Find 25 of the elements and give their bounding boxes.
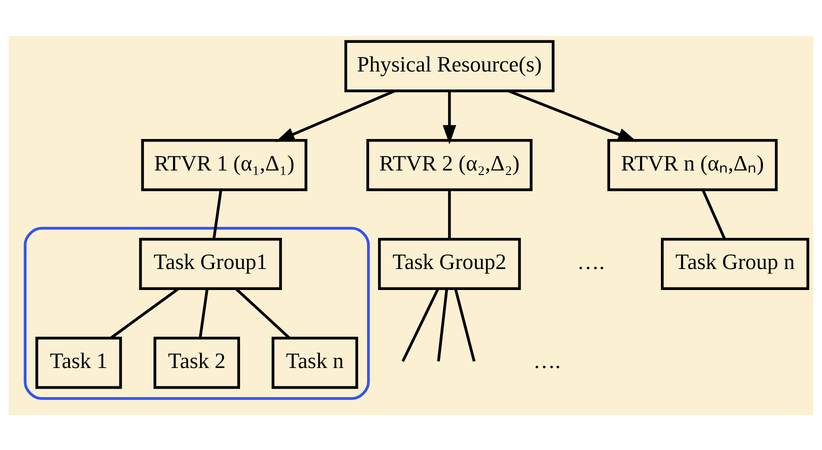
node-box: Task Group2 bbox=[378, 237, 521, 290]
node-box: RTVR 1 (α₁,Δ₁) bbox=[141, 138, 308, 191]
node-box: RTVR n (αₙ,Δₙ) bbox=[607, 138, 778, 191]
connector bbox=[437, 288, 448, 361]
arrow bbox=[275, 89, 395, 142]
node-box: Task 1 bbox=[35, 336, 122, 388]
label: …. bbox=[533, 348, 561, 373]
label: …. bbox=[577, 248, 605, 274]
arrow bbox=[442, 90, 456, 144]
connector bbox=[198, 288, 208, 338]
connector bbox=[212, 190, 222, 239]
arrow bbox=[508, 89, 638, 142]
connector bbox=[448, 190, 451, 239]
connector bbox=[702, 189, 726, 240]
node-box: Task 2 bbox=[154, 336, 240, 388]
node-box: Task Group n bbox=[660, 237, 810, 290]
connector bbox=[235, 288, 290, 338]
node-box: RTVR 2 (α₂,Δ₂) bbox=[366, 138, 533, 191]
connector bbox=[402, 288, 440, 362]
cluster bbox=[24, 226, 370, 400]
connector bbox=[454, 288, 476, 362]
node-box: Task n bbox=[272, 336, 358, 388]
connector bbox=[110, 287, 179, 339]
node-box: Physical Resource(s) bbox=[344, 40, 554, 92]
node-box: Task Group1 bbox=[139, 237, 282, 290]
